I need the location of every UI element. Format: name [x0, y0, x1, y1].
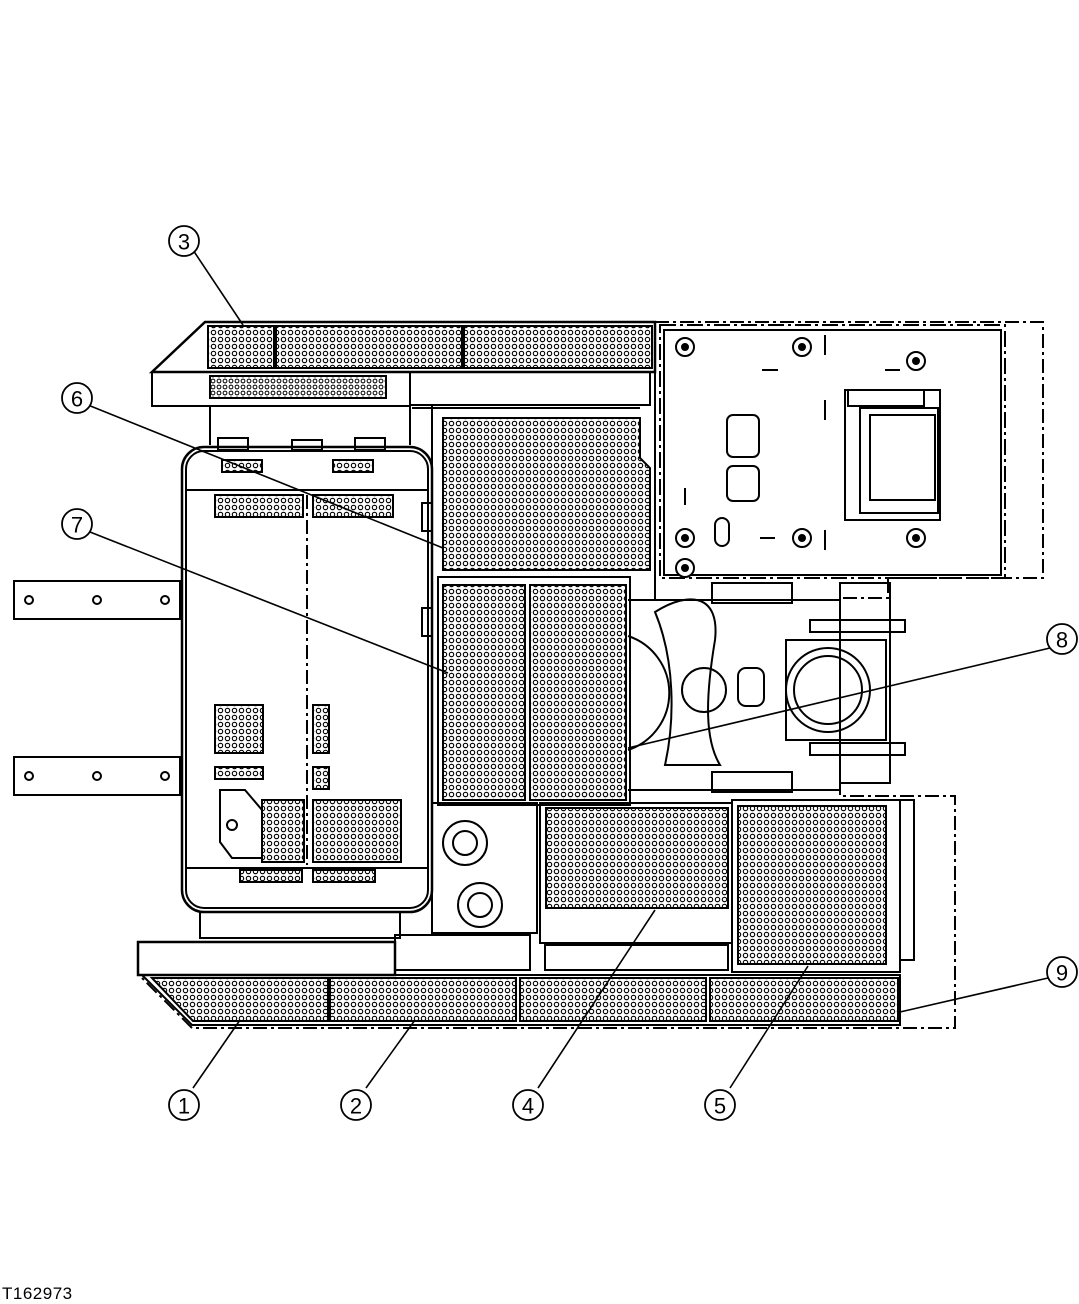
panel-3b: [275, 325, 463, 369]
callout-8-circle: [1046, 623, 1078, 655]
callout-3: 3: [178, 230, 190, 255]
callout-7: 7: [71, 513, 83, 538]
top-louver-grille: [209, 375, 387, 399]
callout-5-circle: [704, 1089, 736, 1121]
callout-6-circle: [61, 382, 93, 414]
figure-id-label: T162973: [2, 1284, 73, 1303]
left-bracket-lower: [13, 756, 181, 796]
panel-5: [737, 805, 887, 965]
callout-7-circle: [61, 508, 93, 540]
left-bracket-upper: [13, 580, 181, 620]
callout-4-circle: [512, 1089, 544, 1121]
panel-7b: [529, 584, 627, 801]
callout-9-circle: [1046, 956, 1078, 988]
cab-plate: [659, 324, 1006, 579]
swing-motor-mount: [785, 647, 871, 733]
callout-5: 5: [714, 1094, 726, 1119]
callout-6: 6: [71, 387, 83, 412]
panel-4: [545, 807, 729, 909]
panel-bottom-c: [519, 977, 707, 1022]
frame-outline: [141, 321, 1044, 1029]
panel-2: [329, 977, 517, 1022]
callout-2-circle: [340, 1089, 372, 1121]
callout-3-circle: [168, 225, 200, 257]
panel-3c: [463, 325, 653, 369]
callout-1-circle: [168, 1089, 200, 1121]
callout-1: 1: [178, 1094, 190, 1119]
callout-4: 4: [522, 1094, 534, 1119]
callout-2: 2: [350, 1094, 362, 1119]
callout-8: 8: [1056, 628, 1068, 653]
panel-6: [442, 417, 651, 571]
panel-7a: [442, 584, 526, 801]
panel-3a: [207, 325, 275, 369]
callout-9: 9: [1056, 961, 1068, 986]
bottom-hood: [136, 940, 397, 977]
panel-bottom-d: [709, 977, 899, 1022]
panel-1: [149, 977, 329, 1022]
